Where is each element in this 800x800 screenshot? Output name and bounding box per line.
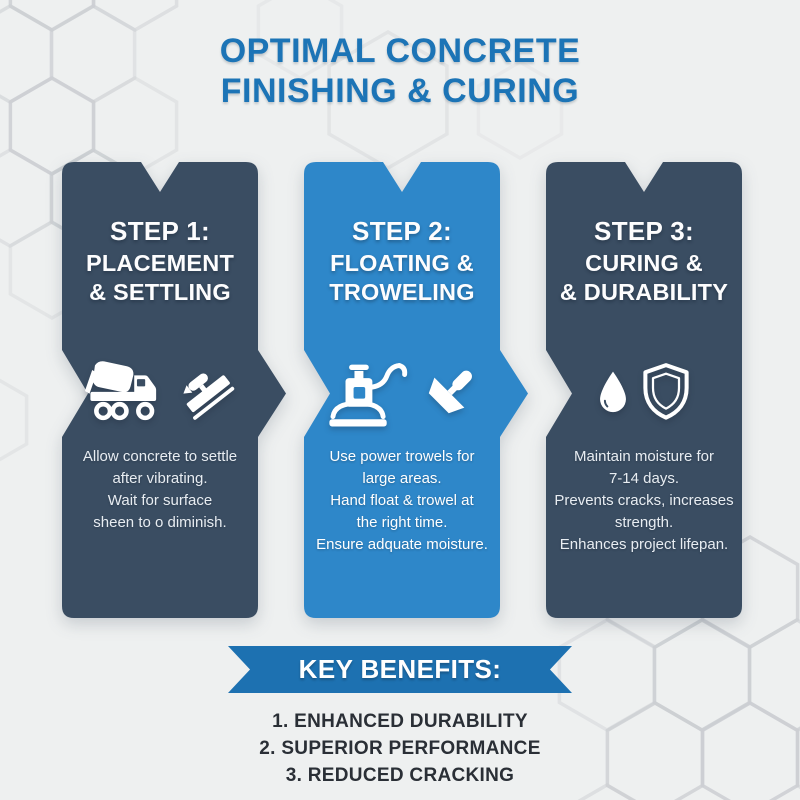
key-benefits-ribbon: KEY BENEFITS: (228, 646, 572, 693)
benefit-item: 3. REDUCED CRACKING (285, 765, 515, 786)
step-card-content: STEP 3: CURING & & DURABILITY Maintain m… (546, 162, 742, 618)
step-card-3: STEP 3: CURING & & DURABILITY Maintain m… (546, 162, 742, 618)
title-line-1: OPTIMAL CONCRETE (219, 32, 581, 70)
step-description: Allow concrete to settle after vibrating… (82, 448, 238, 531)
step-description: Use power trowels for large areas. Hand … (316, 448, 488, 553)
step-description: Maintain moisture for 7-14 days. Prevent… (554, 448, 734, 553)
benefit-item: 2. SUPERIOR PERFORMANCE (259, 738, 541, 759)
step-label: STEP 3: (594, 216, 694, 246)
shield-icon (643, 363, 689, 421)
power-trowel-icon (329, 362, 408, 427)
step-icons (62, 342, 258, 442)
step-title: CURING & & DURABILITY (559, 250, 729, 305)
ribbon-label: KEY BENEFITS: (298, 654, 502, 684)
page-title: OPTIMAL CONCRETE FINISHING & CURING (0, 31, 800, 111)
step-icons (546, 342, 742, 442)
water-drop-icon (600, 371, 626, 413)
step-title: FLOATING & TROWELING (329, 250, 475, 305)
title-line-2: FINISHING & CURING (220, 72, 580, 110)
step-card-2: STEP 2: FLOATING & TROWELING (304, 162, 528, 618)
step-label: STEP 2: (352, 216, 452, 246)
step-heading: STEP 3: CURING & & DURABILITY (546, 216, 742, 307)
step-label: STEP 1: (110, 216, 210, 246)
step-heading: STEP 1: PLACEMENT & SETTLING (62, 216, 258, 307)
step-card-content: STEP 2: FLOATING & TROWELING (304, 162, 500, 618)
trowel-icon (183, 373, 235, 420)
mixer-truck-icon (84, 361, 157, 421)
card-shape (304, 162, 528, 618)
steps-row: STEP 1: PLACEMENT & SETTLING (62, 162, 742, 618)
step-icons (304, 342, 500, 442)
hand-float-icon (428, 370, 472, 414)
step-card-content: STEP 1: PLACEMENT & SETTLING (62, 162, 258, 618)
step-heading: STEP 2: FLOATING & TROWELING (304, 216, 500, 307)
step-title: PLACEMENT & SETTLING (85, 250, 235, 305)
card-shape (62, 162, 286, 618)
benefit-item: 1. ENHANCED DURABILITY (272, 711, 528, 732)
benefits-list: 1. ENHANCED DURABILITY 2. SUPERIOR PERFO… (0, 708, 800, 789)
step-card-1: STEP 1: PLACEMENT & SETTLING (62, 162, 286, 618)
